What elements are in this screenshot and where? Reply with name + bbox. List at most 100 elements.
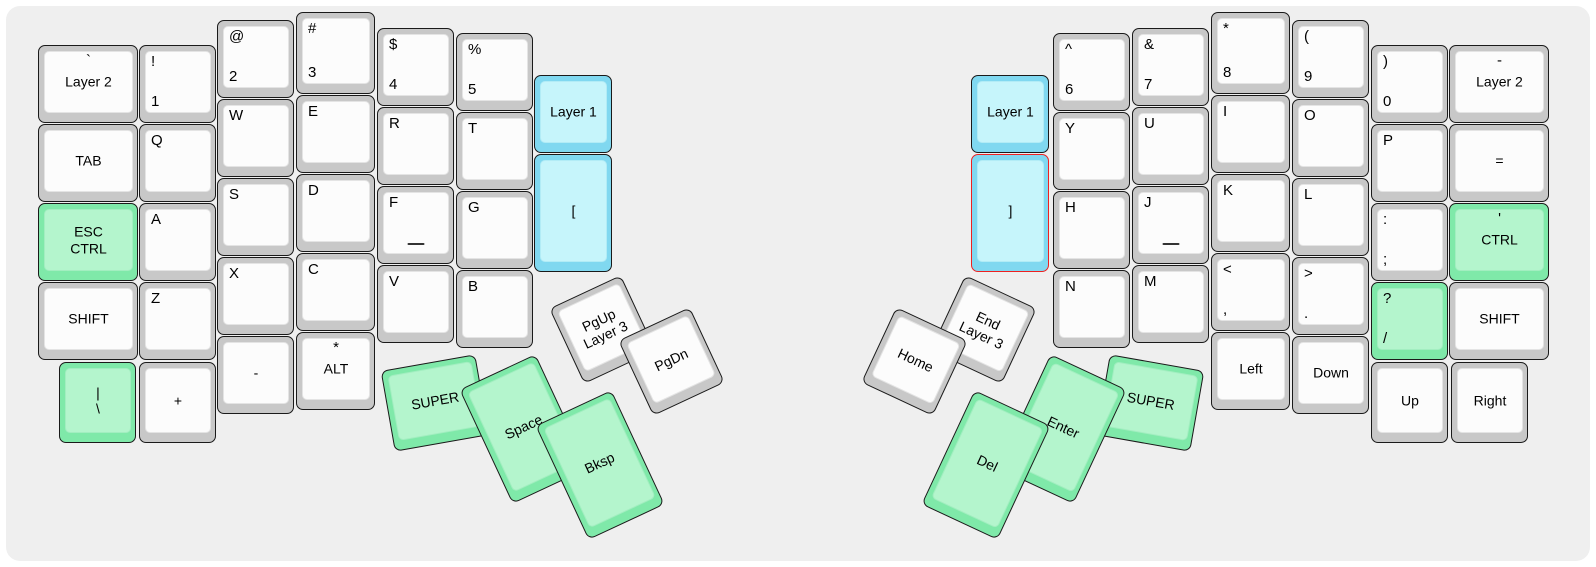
keycap: B [462, 276, 528, 338]
key-right-64[interactable]: Right [1451, 362, 1528, 443]
key-key-42[interactable]: ] [971, 154, 1049, 272]
key-v-24[interactable]: V [377, 265, 454, 343]
key-f-18[interactable]: F [377, 186, 454, 264]
key-shift-20[interactable]: SHIFT [38, 282, 138, 360]
key-r-11[interactable]: R [377, 107, 454, 185]
key-j-50[interactable]: J [1132, 186, 1209, 264]
key-key-57[interactable]: <, [1211, 253, 1290, 331]
key-key-40[interactable]: )0 [1371, 45, 1448, 123]
key-y-43[interactable]: Y [1053, 112, 1130, 190]
keycap-legend-top-left: & [1144, 36, 1155, 53]
key-key-5[interactable]: %5 [456, 33, 533, 111]
key-a-15[interactable]: A [139, 203, 216, 281]
key-down-62[interactable]: Down [1292, 336, 1369, 414]
key-layer-1-6[interactable]: Layer 1 [534, 75, 612, 153]
key-n-55[interactable]: N [1053, 270, 1130, 348]
key-u-44[interactable]: U [1132, 107, 1209, 185]
keycap-legend-center: Layer 1 [987, 103, 1034, 120]
keycap: L [1298, 184, 1364, 246]
key-key-36[interactable]: ^6 [1053, 33, 1130, 111]
keycap-legend-top-left: P [1383, 132, 1394, 149]
keycap-legend-top-left: H [1065, 199, 1076, 216]
key-l-52[interactable]: L [1292, 178, 1369, 256]
key-left-61[interactable]: Left [1211, 332, 1290, 410]
keycap-legend-bottom-left: 3 [308, 64, 317, 82]
keycap-legend-bottom-left: 1 [151, 93, 160, 111]
keycap-legend-top-left: * [1223, 20, 1229, 37]
key-q-8[interactable]: Q [139, 124, 216, 202]
key-z-21[interactable]: Z [139, 282, 216, 360]
keycap: G [462, 197, 528, 259]
key-g-19[interactable]: G [456, 191, 533, 269]
keycap-legend-top-left: X [229, 265, 240, 282]
keycap-legend-top-left: U [1144, 115, 1155, 132]
key-c-23[interactable]: C [296, 253, 375, 331]
keycap: :; [1377, 209, 1443, 271]
key-p-47[interactable]: P [1371, 124, 1448, 202]
key-key-3[interactable]: #3 [296, 12, 375, 94]
keycap-legend-center: [ [571, 202, 576, 219]
key-key-28[interactable]: - [217, 336, 294, 414]
key-key-39[interactable]: (9 [1292, 20, 1369, 98]
keycap: |\ [65, 368, 131, 433]
keycap-legend-top-left: ! [151, 53, 156, 70]
key-key-59[interactable]: ?/ [1371, 282, 1448, 360]
keycap-legend-top: - [1497, 52, 1502, 69]
keycap: *ALT [302, 338, 370, 400]
keycap-legend-top-left: ) [1383, 53, 1388, 70]
keycap-legend-center: |\ [96, 383, 100, 417]
key-key-1[interactable]: !1 [139, 45, 216, 123]
keycap-legend-top-left: < [1223, 261, 1232, 278]
keycap-legend-top-left: E [308, 103, 319, 120]
keycap: Layer 1 [540, 81, 607, 143]
key-s-16[interactable]: S [217, 178, 294, 256]
key-w-9[interactable]: W [217, 99, 294, 177]
keycap-legend-center: Down [1313, 364, 1349, 381]
key-layer-2-0[interactable]: `Layer 2 [38, 45, 138, 123]
keycap-legend-top-left: : [1383, 211, 1388, 228]
key-layer-1-35[interactable]: Layer 1 [971, 75, 1049, 153]
key-key-38[interactable]: *8 [1211, 12, 1290, 94]
keycap: TAB [44, 130, 133, 192]
keycap: #3 [302, 18, 370, 84]
key-key-27[interactable]: + [139, 362, 216, 443]
key-key-13[interactable]: [ [534, 154, 612, 272]
keycap: X [223, 263, 289, 325]
key-shift-60[interactable]: SHIFT [1449, 282, 1549, 360]
key-x-22[interactable]: X [217, 257, 294, 335]
key-ctrl-54[interactable]: 'CTRL [1449, 203, 1549, 281]
key-o-46[interactable]: O [1292, 99, 1369, 177]
key-e-10[interactable]: E [296, 95, 375, 173]
keycap-legend-bottom-left: . [1304, 305, 1309, 323]
key-b-25[interactable]: B [456, 270, 533, 348]
key-key-37[interactable]: &7 [1132, 28, 1209, 106]
keycap-legend-center: SHIFT [1479, 310, 1520, 327]
key-tab-7[interactable]: TAB [38, 124, 138, 202]
key-d-17[interactable]: D [296, 174, 375, 252]
keycap-legend-top-left: N [1065, 278, 1076, 295]
key-key-4[interactable]: $4 [377, 28, 454, 106]
key-k-51[interactable]: K [1211, 174, 1290, 252]
keycap-legend-top: ' [1498, 210, 1501, 227]
key-i-45[interactable]: I [1211, 95, 1290, 173]
key-key-53[interactable]: :; [1371, 203, 1448, 281]
key-m-56[interactable]: M [1132, 265, 1209, 343]
keycap-legend-top-left: G [468, 199, 480, 216]
key-key-58[interactable]: >. [1292, 257, 1369, 335]
key-layer-2-41[interactable]: -Layer 2 [1449, 45, 1549, 123]
keycap-legend-top-left: ? [1383, 290, 1392, 307]
key-h-49[interactable]: H [1053, 191, 1130, 269]
keycap: Down [1298, 342, 1364, 404]
key-t-12[interactable]: T [456, 112, 533, 190]
keycap: )0 [1377, 51, 1443, 113]
keycap-legend-bottom-left: 5 [468, 81, 477, 99]
key-alt-29[interactable]: *ALT [296, 332, 375, 410]
keycap: Bksp [543, 397, 656, 529]
key-key-26[interactable]: |\ [59, 362, 136, 443]
key-key-2[interactable]: @2 [217, 20, 294, 98]
key-up-63[interactable]: Up [1371, 362, 1448, 443]
key-key-48[interactable]: = [1449, 124, 1549, 202]
